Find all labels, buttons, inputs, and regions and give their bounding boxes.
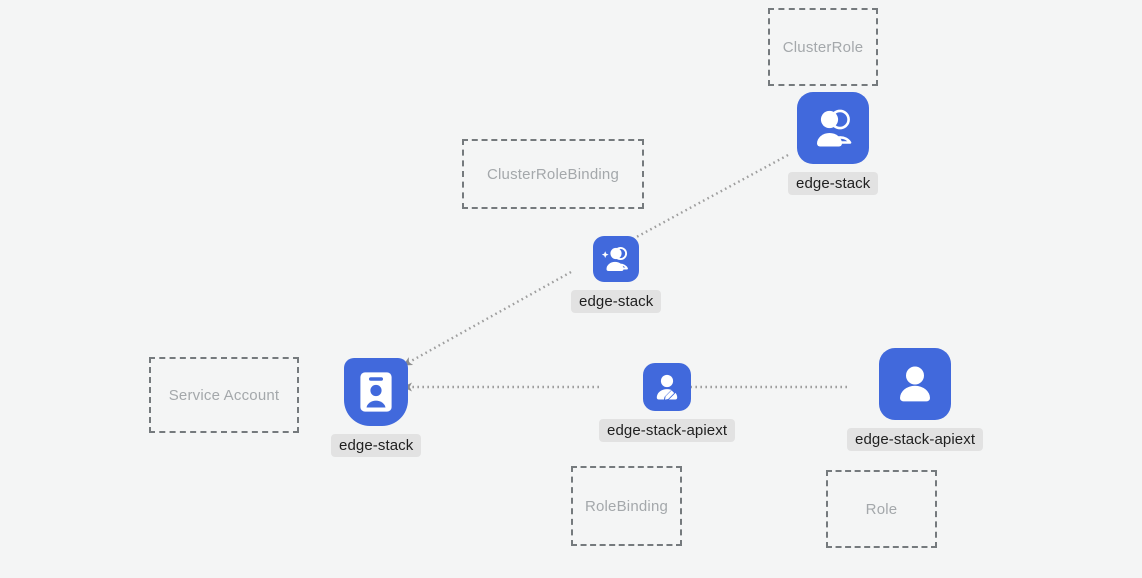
node-label: edge-stack [788,172,879,195]
node-rolebinding[interactable]: edge-stack-apiext [599,363,736,442]
type-box-service-account: Service Account [149,357,299,433]
type-box-role: Role [826,470,937,548]
type-box-clusterrolebinding: ClusterRoleBinding [462,139,644,209]
node-label: edge-stack [571,290,662,313]
node-clusterrolebinding[interactable]: edge-stack [571,236,662,313]
type-box-rolebinding: RoleBinding [571,466,682,546]
type-box-label: Role [865,500,898,518]
node-role[interactable]: edge-stack-apiext [847,348,984,451]
user-icon[interactable] [879,348,952,420]
type-box-label: RoleBinding [584,497,669,515]
node-label: edge-stack-apiext [847,428,984,451]
type-box-label: ClusterRole [782,38,864,56]
type-box-clusterrole: ClusterRole [768,8,878,86]
node-service-account[interactable]: edge-stack [331,358,422,457]
type-box-label: Service Account [168,386,280,404]
node-clusterrole[interactable]: edge-stack [788,92,879,195]
users-group-icon[interactable] [797,92,870,164]
user-add-icon[interactable] [593,236,640,282]
id-badge-icon[interactable] [344,358,409,426]
type-box-label: ClusterRoleBinding [486,165,619,183]
node-label: edge-stack-apiext [599,419,736,442]
edge-clusterrolebinding-to-serviceaccount [403,270,572,367]
user-edit-icon[interactable] [643,363,692,411]
node-label: edge-stack [331,434,422,457]
